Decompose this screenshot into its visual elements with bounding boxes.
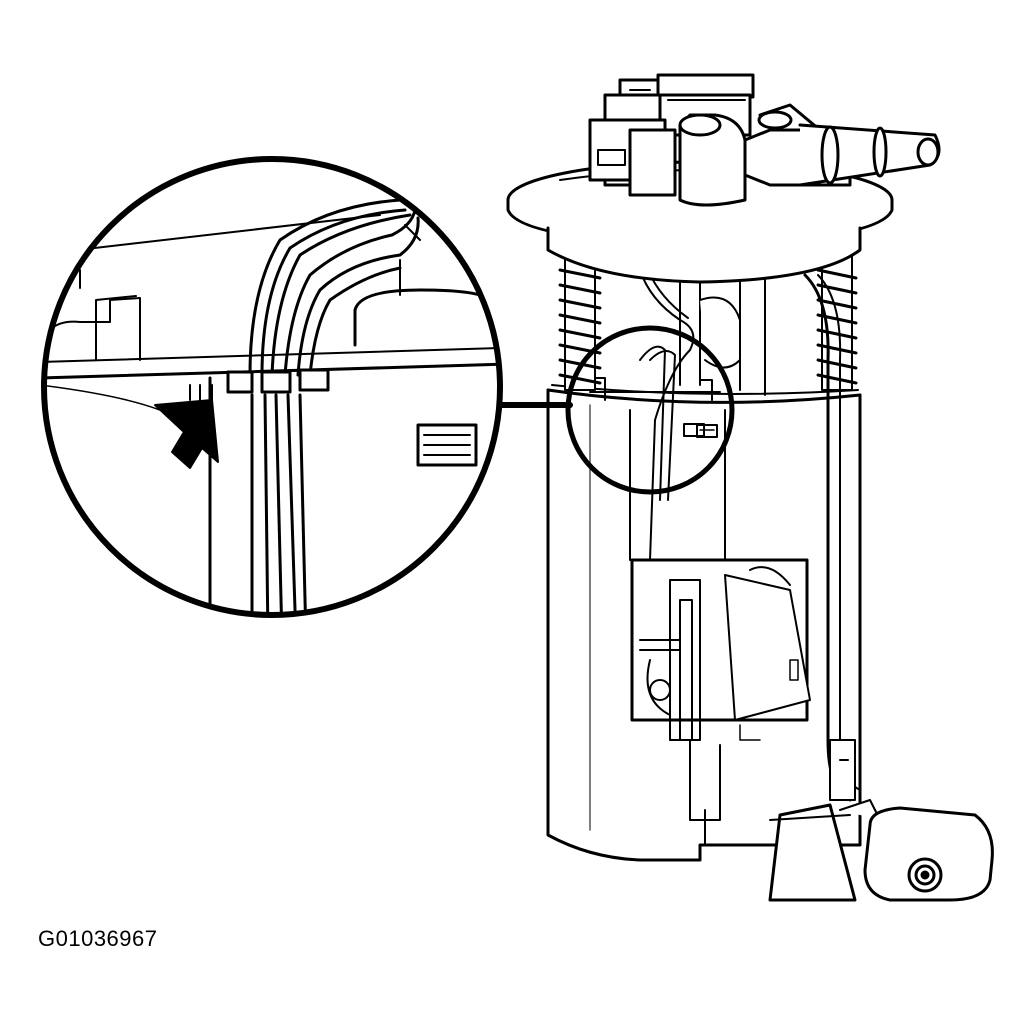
fuel-level-sender-float [770,740,992,900]
electrical-connector [590,75,753,195]
wire-harness-clips [590,347,720,500]
pointer-arrow [155,400,218,468]
magnified-detail-circle [40,150,510,640]
detail-source-circle [568,328,732,492]
figure-id-label: G01036967 [38,926,158,951]
fuel-pump [632,560,810,845]
wire-harness [250,200,418,640]
fuel-pump-module [508,75,992,900]
harness-clip [228,370,328,392]
fuel-line-fittings [680,105,939,205]
vent-slot [418,425,476,465]
